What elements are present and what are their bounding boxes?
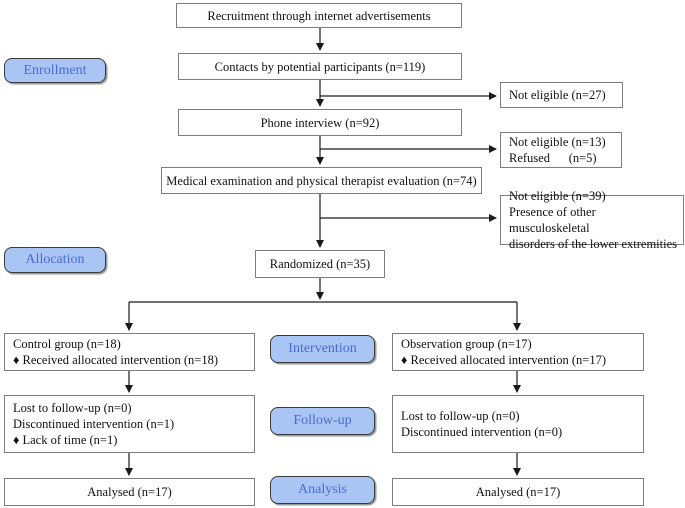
- node-not-eligible-27: Not eligible (n=27): [500, 82, 623, 108]
- stage-label-analysis: Analysis: [270, 476, 375, 504]
- node-medical-examination: Medical examination and physical therapi…: [161, 167, 482, 194]
- stage-label-enrollment: Enrollment: [4, 58, 106, 83]
- node-analysed-observation: Analysed (n=17): [392, 478, 644, 506]
- stage-label-followup: Follow-up: [270, 407, 375, 435]
- node-recruitment: Recruitment through internet advertiseme…: [176, 3, 462, 28]
- node-contacts: Contacts by potential participants (n=11…: [178, 53, 462, 80]
- node-not-eligible-13-refused-5: Not eligible (n=13) Refused (n=5): [500, 132, 622, 168]
- node-analysed-control: Analysed (n=17): [4, 478, 255, 506]
- node-phone-interview: Phone interview (n=92): [178, 109, 462, 136]
- node-followup-control: Lost to follow-up (n=0) Discontinued int…: [4, 395, 255, 453]
- node-control-group: Control group (n=18) ♦ Received allocate…: [4, 333, 255, 371]
- node-randomized: Randomized (n=35): [255, 250, 385, 278]
- node-not-eligible-39: Not eligible (n=39) Presence of other mu…: [500, 189, 684, 251]
- node-observation-group: Observation group (n=17) ♦ Received allo…: [392, 333, 644, 371]
- stage-label-intervention: Intervention: [270, 335, 375, 363]
- stage-label-allocation: Allocation: [4, 247, 106, 273]
- node-followup-observation: Lost to follow-up (n=0) Discontinued int…: [392, 395, 644, 453]
